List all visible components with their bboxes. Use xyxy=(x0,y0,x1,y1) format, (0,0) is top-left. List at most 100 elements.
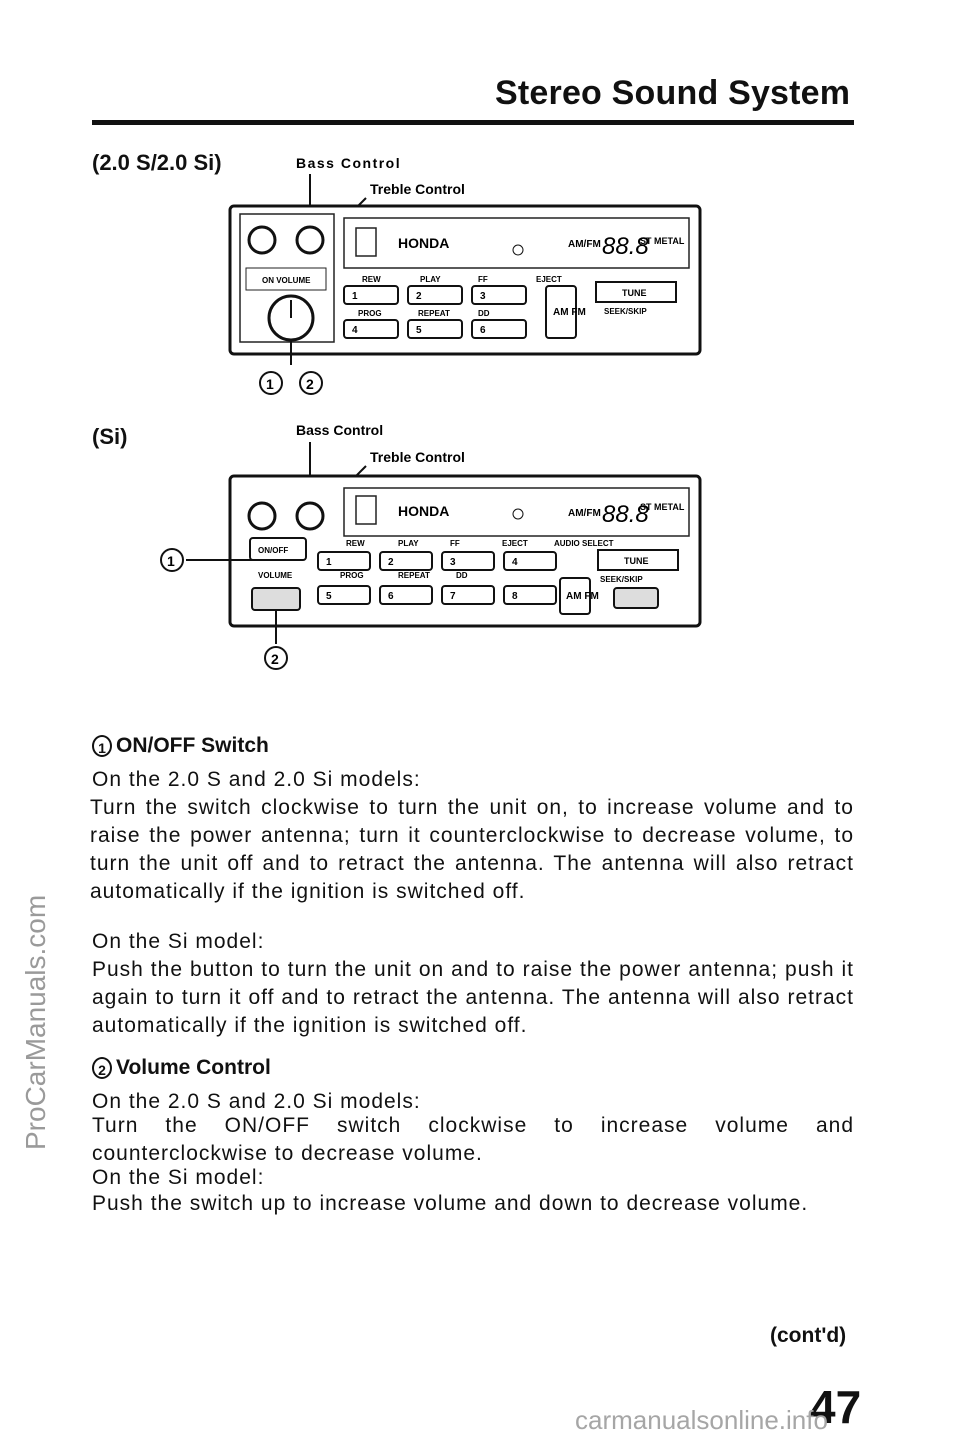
figure1-knob-label: ON VOLUME xyxy=(262,276,311,285)
figure1-row1-label-0: 1 xyxy=(352,291,358,302)
figure2-volume-rocker xyxy=(251,587,301,611)
figure1-amfm-button xyxy=(545,285,577,339)
figure1-marker-2: 2 xyxy=(306,376,314,392)
figure1-st-metal: ST METAL xyxy=(640,236,685,246)
figure1-faceplate xyxy=(228,204,702,356)
figure1-radio-diagram: Bass Control Treble Control ON VOLUME HO… xyxy=(228,155,702,395)
figure2-row2-button-3 xyxy=(503,585,557,605)
figure1-treble-knob xyxy=(295,225,325,255)
figure2-treble-knob xyxy=(295,501,325,531)
section1-para1: Turn the switch clockwise to turn the un… xyxy=(90,796,854,903)
figure1-bass-knob xyxy=(247,225,277,255)
figure2-marker-1: 1 xyxy=(167,553,175,569)
section2-para1: Turn the ON/OFF switch clockwise to incr… xyxy=(92,1114,854,1165)
figure2-bass-callout: Bass Control xyxy=(296,422,383,438)
figure1-top-label-3: EJECT xyxy=(536,275,562,284)
section1-title-row: 1 ON/OFF Switch xyxy=(92,734,269,758)
page-header-title: Stereo Sound System xyxy=(495,74,851,112)
figure2-st-metal: ST METAL xyxy=(640,502,685,512)
header-rule xyxy=(92,120,854,125)
figure1-brand: HONDA xyxy=(398,235,449,251)
figure1-amfm-label: AM FM xyxy=(553,307,586,318)
figure2-top-labels: REW PLAY FF EJECT AUDIO SELECT xyxy=(346,539,614,548)
section2-para2: Push the switch up to increase volume an… xyxy=(92,1192,809,1215)
figure2-brand: HONDA xyxy=(398,503,449,519)
figure1-display: 88.8 xyxy=(602,233,649,260)
section2-title: Volume Control xyxy=(116,1056,271,1079)
figure2-row2-label-1: 6 xyxy=(388,591,394,602)
figure2-band-label: AM/FM xyxy=(568,508,601,519)
figure2-row2-label-0: 5 xyxy=(326,591,332,602)
figure2-display: 88.8 xyxy=(602,501,649,528)
figure1-row1-label-2: 3 xyxy=(480,291,486,302)
side-watermark: ProCarManuals.com xyxy=(20,894,51,1150)
continued-label: (cont'd) xyxy=(770,1324,847,1347)
figure2-row2-label-2: 7 xyxy=(450,591,456,602)
figure2-bass-knob xyxy=(247,501,277,531)
figure2-tune-label: TUNE xyxy=(624,556,649,566)
section1-number: 1 xyxy=(92,735,112,757)
figure2-mid-label-1: REPEAT xyxy=(398,571,430,580)
figure2-row1-button-1 xyxy=(379,551,433,571)
figure2-top-label-4: AUDIO SELECT xyxy=(554,539,614,548)
figure2-amfm-button xyxy=(559,577,591,615)
figure1-top-label-2: FF xyxy=(478,275,488,284)
page-number: 47 xyxy=(810,1381,862,1433)
figure2-radio-diagram: Bass Control Treble Control ON/OFF VOLUM… xyxy=(160,422,702,670)
figure1-tune-control xyxy=(595,281,677,303)
figure2-row1-button-0 xyxy=(317,551,371,571)
figure1-row1-buttons: 1 2 3 xyxy=(343,285,527,305)
figure1-top-labels: REW PLAY FF EJECT xyxy=(362,275,562,284)
footer-url[interactable]: carmanualsonline.info xyxy=(575,1405,828,1435)
figure1-treble-callout: Treble Control xyxy=(370,181,465,197)
figure1-mid-label-1: REPEAT xyxy=(418,309,450,318)
figure2-volume-label: VOLUME xyxy=(258,571,293,580)
figure1-row2-button-0 xyxy=(343,319,399,339)
figure1-top-label-1: PLAY xyxy=(420,275,441,284)
figure2-tune-control xyxy=(597,549,679,571)
figure2-row2-label-3: 8 xyxy=(512,591,518,602)
figure2-row1-label-2: 3 xyxy=(450,557,456,568)
figure1-row2-label-2: 6 xyxy=(480,325,486,336)
figure2-top-label-3: EJECT xyxy=(502,539,528,548)
section1-sub2: On the Si model: xyxy=(92,930,265,953)
figure2-top-label-1: PLAY xyxy=(398,539,419,548)
figure2-row1-button-2 xyxy=(441,551,495,571)
figure2-top-label-0: REW xyxy=(346,539,365,548)
figure1-row1-button-0 xyxy=(343,285,399,305)
figure1-row2-button-2 xyxy=(471,319,527,339)
section2-number: 2 xyxy=(92,1057,112,1079)
figure1-top-label-0: REW xyxy=(362,275,381,284)
figure2-row2-button-2 xyxy=(441,585,495,605)
section1-para2: Push the button to turn the unit on and … xyxy=(92,958,854,1037)
figure2-row2-button-1 xyxy=(379,585,433,605)
figure1-row1-button-2 xyxy=(471,285,527,305)
figure2-mid-label-2: DD xyxy=(456,571,468,580)
figure1-row2-button-1 xyxy=(407,319,463,339)
figure1-row1-label-1: 2 xyxy=(416,291,422,302)
section2-title-row: 2 Volume Control xyxy=(92,1056,271,1080)
figure2-top-label-2: FF xyxy=(450,539,460,548)
figure2-row1-label-3: 4 xyxy=(512,557,518,568)
figure2-marker-2: 2 xyxy=(271,651,279,667)
figure2-mid-label-0: PROG xyxy=(340,571,364,580)
figure1-row2-label-0: 4 xyxy=(352,325,358,336)
figure2-model-label: (Si) xyxy=(92,424,128,449)
section2-sub2: On the Si model: xyxy=(92,1166,265,1189)
section1-title: ON/OFF Switch xyxy=(116,734,269,757)
figure2-onoff-button xyxy=(249,537,307,561)
figure1-model-label: (2.0 S/2.0 Si) xyxy=(92,150,222,175)
figure1-row1-button-1 xyxy=(407,285,463,305)
figure2-row2-buttons: 5 6 7 8 xyxy=(317,585,557,605)
figure2-row2-button-0 xyxy=(317,585,371,605)
figure1-mid-label-0: PROG xyxy=(358,309,382,318)
figure2-onoff-label: ON/OFF xyxy=(258,546,288,555)
section2-sub1: On the 2.0 S and 2.0 Si models: xyxy=(92,1090,421,1113)
figure1-band-label: AM/FM xyxy=(568,239,601,250)
figure2-seek-label: SEEK/SKIP xyxy=(600,575,643,584)
figure1-tune-label: TUNE xyxy=(622,288,647,298)
figure2-amfm-label: AM FM xyxy=(566,591,599,602)
